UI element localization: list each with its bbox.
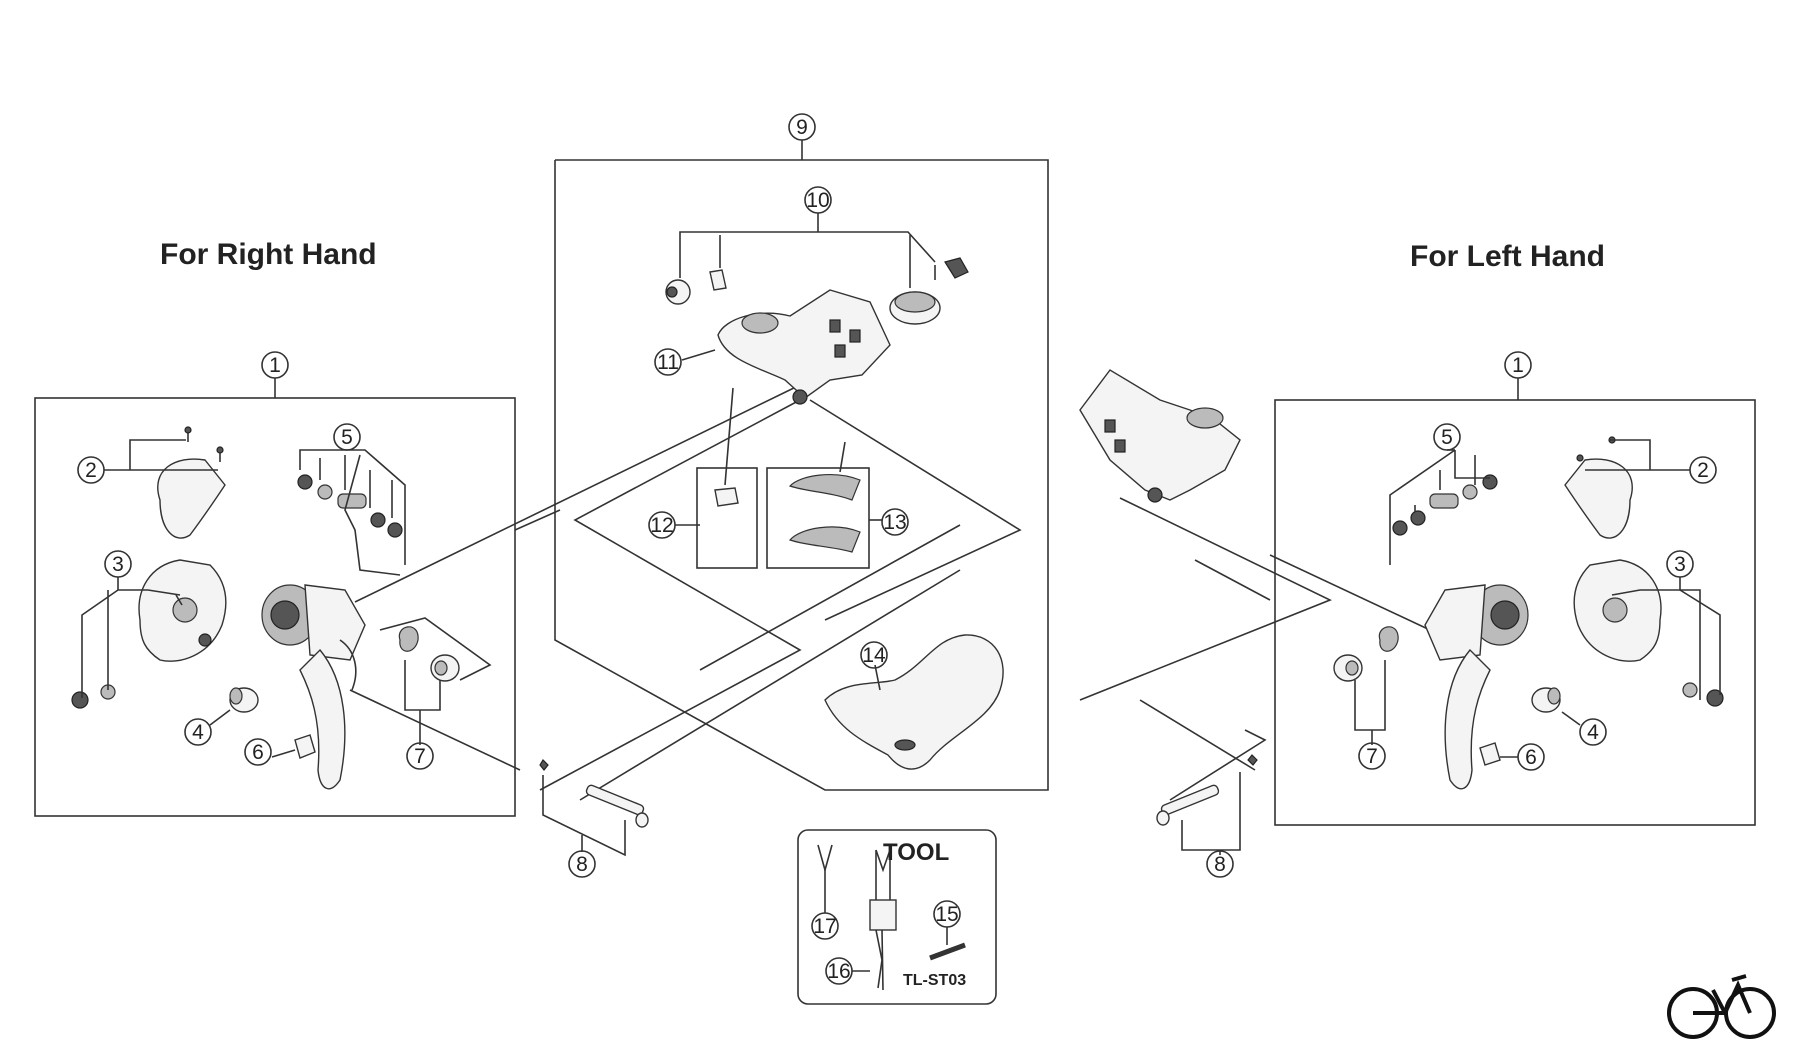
part-17-fork-tool xyxy=(817,844,833,873)
callout-16: 16 xyxy=(825,957,853,985)
left-bracket xyxy=(1079,369,1241,501)
callout-14: 14 xyxy=(860,641,888,669)
svg-text:17: 17 xyxy=(813,915,836,938)
callout-3-right: 3 xyxy=(104,550,132,590)
left-hand-parts xyxy=(1079,369,1724,790)
svg-text:14: 14 xyxy=(862,644,886,667)
part-2-cover xyxy=(157,458,226,539)
svg-text:4: 4 xyxy=(192,721,204,744)
svg-text:6: 6 xyxy=(252,741,264,764)
bicycle-icon xyxy=(1667,974,1776,1039)
callout-6-left: 6 xyxy=(1517,743,1545,771)
part-16-tool xyxy=(869,899,897,931)
callout-15: 15 xyxy=(933,900,961,945)
callout-13: 13 xyxy=(881,508,909,536)
left-hand-assembly-frame xyxy=(1274,399,1756,826)
svg-text:3: 3 xyxy=(1674,553,1686,576)
svg-text:1: 1 xyxy=(1512,354,1524,377)
svg-text:7: 7 xyxy=(414,745,426,768)
tool-title: TOOL xyxy=(883,839,949,866)
assembly-guide-lines xyxy=(349,384,1431,801)
callout-1-left: 1 xyxy=(1504,351,1532,400)
callout-8-left: 8 xyxy=(1206,850,1234,878)
callout-3-left: 3 xyxy=(1666,550,1694,590)
part-lever-left xyxy=(1444,648,1491,790)
svg-text:5: 5 xyxy=(1441,426,1453,449)
tools: TOOL TL-ST03 xyxy=(817,839,966,991)
tool-model: TL-ST03 xyxy=(903,972,966,989)
callout-10: 10 xyxy=(804,186,832,214)
callout-4-left: 4 xyxy=(1579,718,1607,746)
part-11-bracket xyxy=(717,289,891,399)
svg-text:7: 7 xyxy=(1366,745,1378,768)
svg-text:8: 8 xyxy=(1214,853,1226,876)
callout-5-right: 5 xyxy=(333,423,361,451)
svg-text:16: 16 xyxy=(827,960,850,983)
part-lever-right xyxy=(299,648,346,790)
callout-7-right: 7 xyxy=(406,742,434,770)
callout-12: 12 xyxy=(648,511,697,539)
callout-9: 9 xyxy=(788,113,816,160)
callout-1-right: 1 xyxy=(261,351,289,398)
svg-text:9: 9 xyxy=(796,116,808,139)
right-hand-parts xyxy=(71,426,492,790)
bracket-assembly-frame xyxy=(554,159,1049,791)
bracket-parts xyxy=(665,213,1004,770)
callout-5-left: 5 xyxy=(1433,423,1461,451)
callouts: 1 2 3 4 5 6 7 8 9 10 11 12 13 14 15 16 1… xyxy=(77,113,1717,985)
svg-text:3: 3 xyxy=(112,553,124,576)
svg-text:2: 2 xyxy=(85,459,97,482)
svg-text:2: 2 xyxy=(1697,459,1709,482)
svg-text:13: 13 xyxy=(883,511,906,534)
callout-8-right: 8 xyxy=(568,850,596,878)
svg-text:11: 11 xyxy=(657,351,679,374)
heading-left-hand: For Left Hand xyxy=(1410,240,1605,273)
left-pin-set xyxy=(1156,754,1258,855)
callout-2-right: 2 xyxy=(77,456,130,484)
heading-right-hand: For Right Hand xyxy=(160,238,377,271)
callout-11: 11 xyxy=(654,348,682,376)
svg-text:10: 10 xyxy=(806,189,829,212)
svg-text:8: 8 xyxy=(576,853,588,876)
part-12-box xyxy=(696,467,758,569)
tool-box xyxy=(797,829,997,1005)
right-pin-set xyxy=(539,759,649,857)
part-15-pin xyxy=(929,942,966,961)
svg-text:6: 6 xyxy=(1525,746,1537,769)
part-14-hood xyxy=(824,634,1004,770)
svg-text:5: 5 xyxy=(341,426,353,449)
callout-6-right: 6 xyxy=(244,738,272,766)
svg-text:4: 4 xyxy=(1587,721,1599,744)
svg-text:15: 15 xyxy=(935,903,958,926)
callout-17: 17 xyxy=(811,900,839,940)
callout-7-left: 7 xyxy=(1358,742,1386,770)
svg-text:12: 12 xyxy=(650,514,673,537)
callout-2-left: 2 xyxy=(1650,456,1717,484)
callout-4-right: 4 xyxy=(184,718,212,746)
svg-text:1: 1 xyxy=(269,354,281,377)
part-13-box xyxy=(766,467,870,569)
